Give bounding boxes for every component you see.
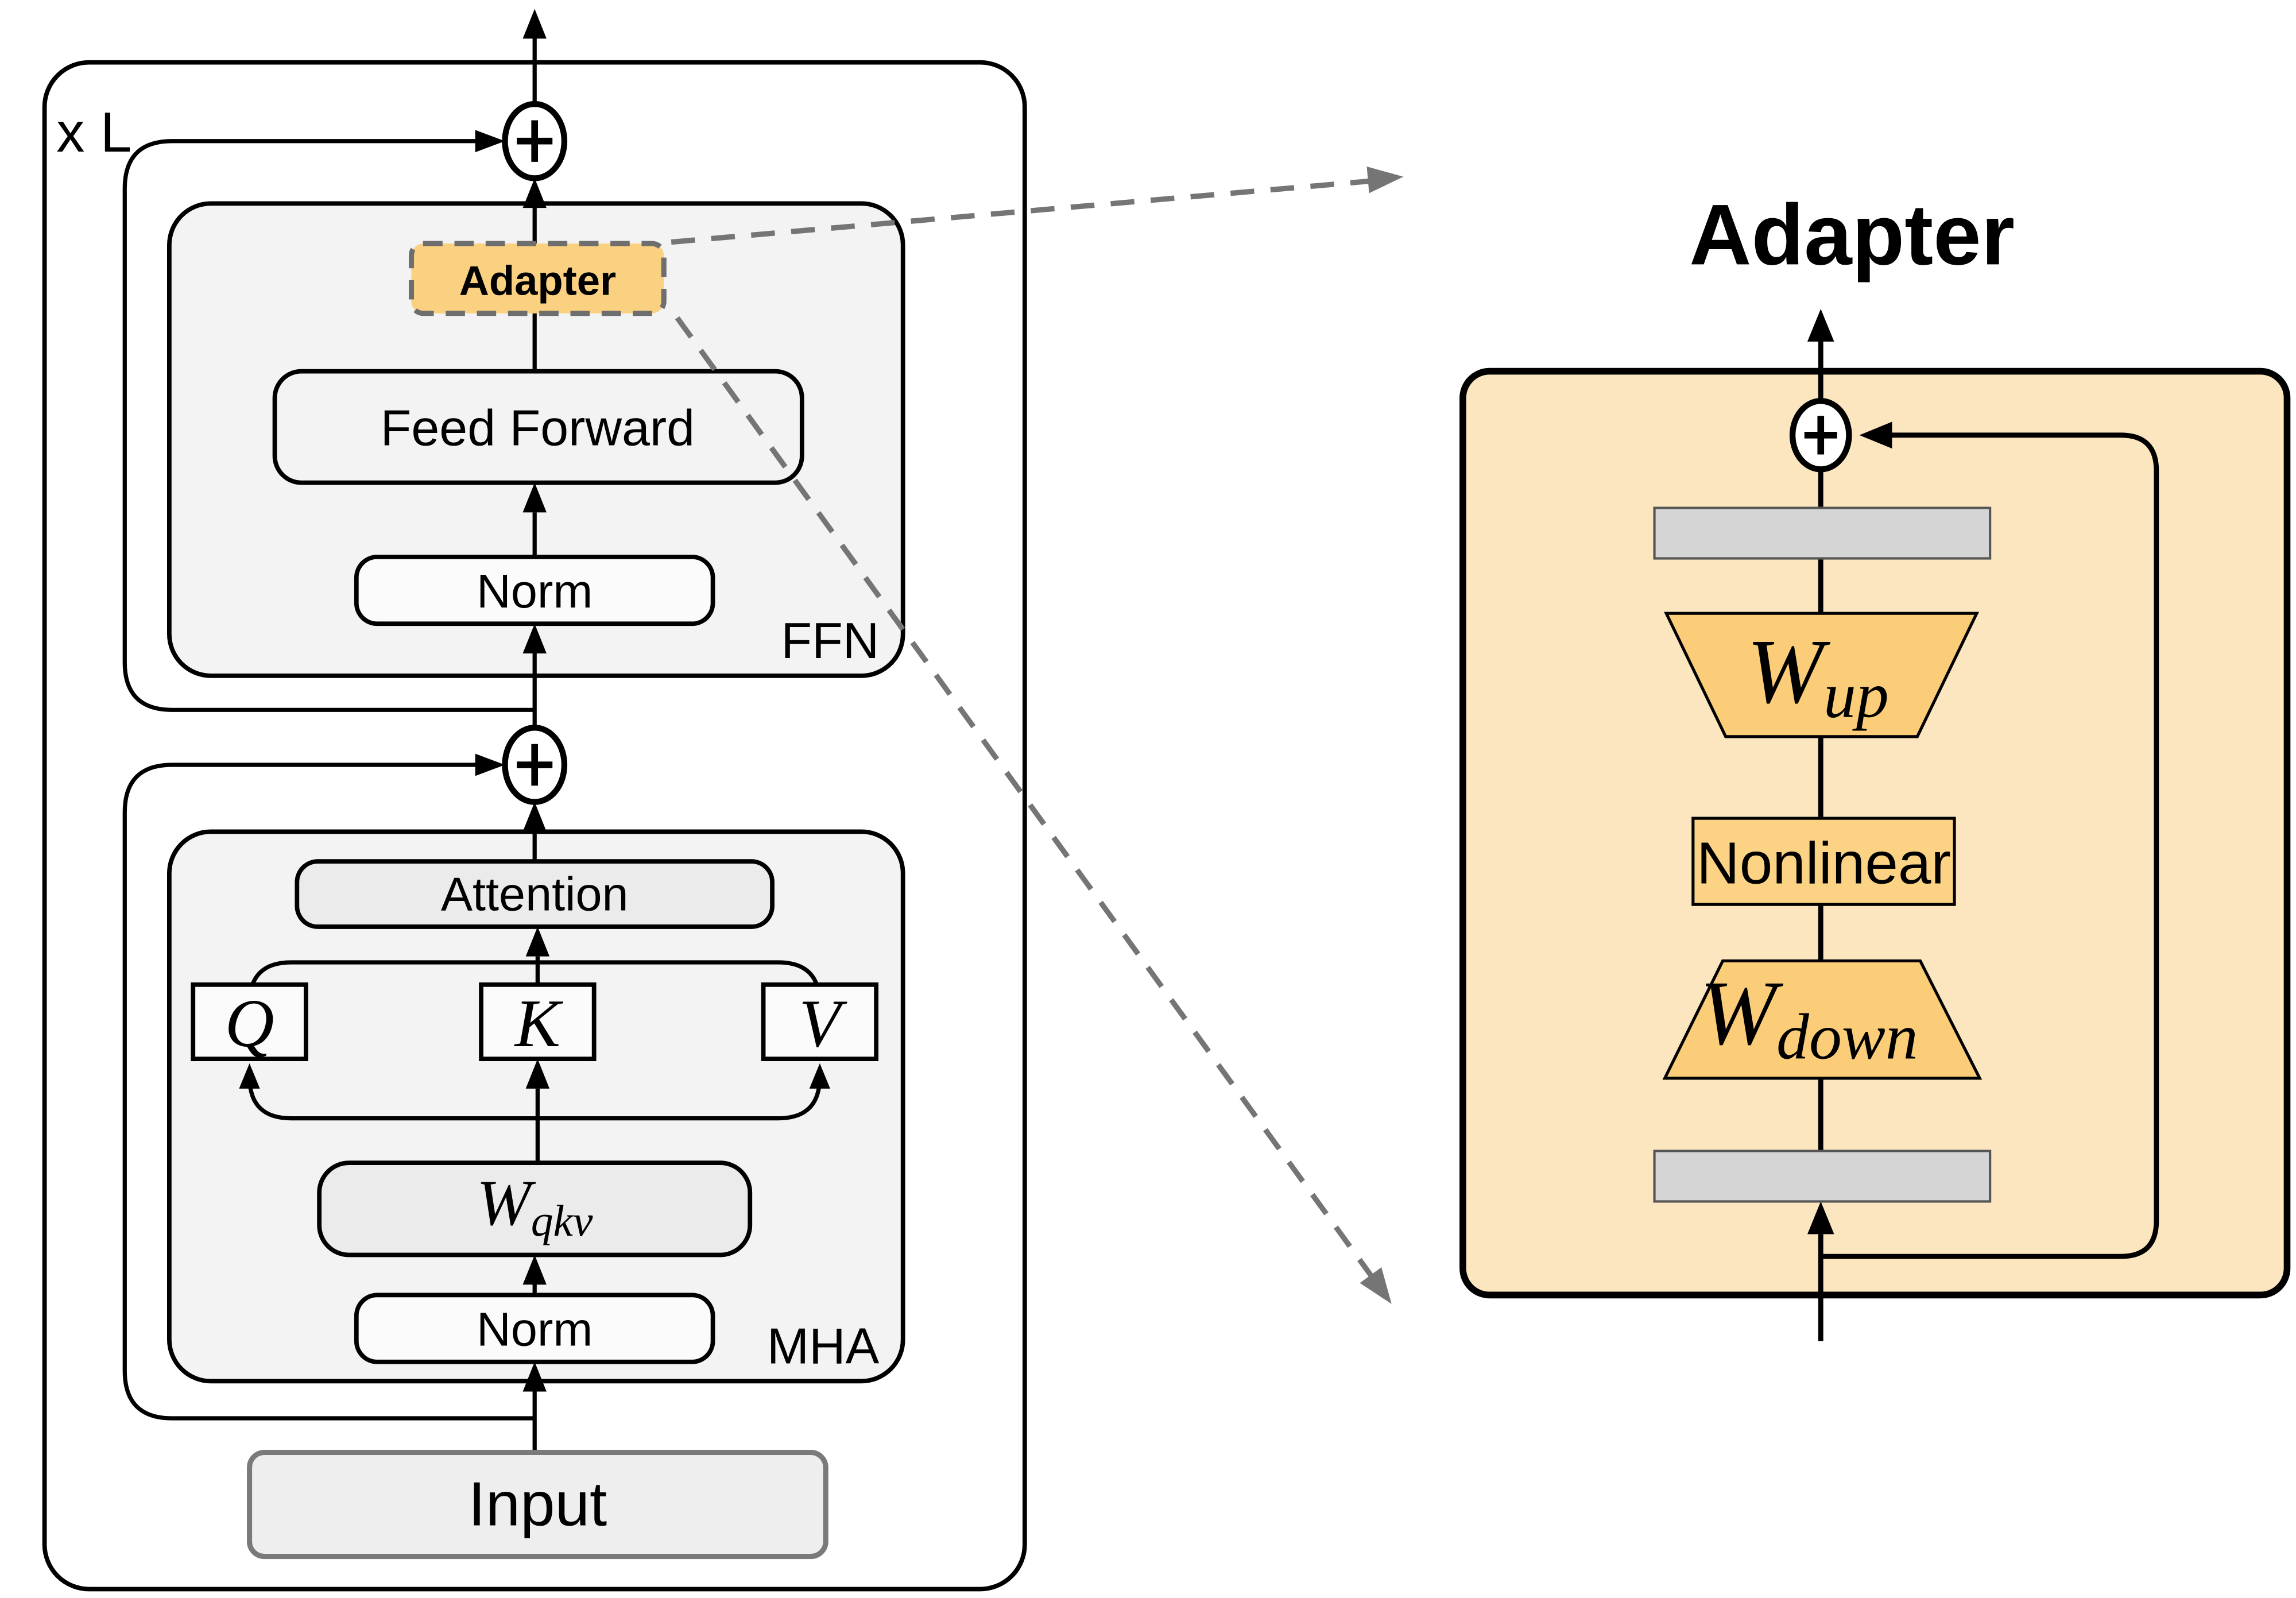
k-box [479,982,597,1062]
plus-icon [517,744,553,786]
residual-ffn-arrowhead [475,130,505,153]
wup-base: W [1747,620,1830,722]
adapter-residual-arrowhead [1859,421,1892,449]
norm-box-mha [354,1293,715,1364]
plus-icon [1804,416,1837,455]
wup-trapezoid [1664,612,1979,738]
adapter-detail: Adapter Wup Nonlinear [1459,186,2291,1341]
adapter-chip-label: Adapter [459,257,617,304]
qkv-fanout-bottom [247,1077,822,1121]
v-label: V [799,985,848,1061]
transformer-block: x L FFN MHA [42,9,1027,1592]
v-box [761,982,879,1062]
plus-icon [517,120,553,162]
feature-bar-top [1653,506,1992,560]
zoom-link-upper-arrowhead [1366,167,1404,194]
mha-label: MHA [767,1317,880,1374]
zoom-link-upper [671,178,1370,245]
norm-to-feedforward-arrowhead [522,482,547,513]
norm-label-mha: Norm [477,1302,593,1356]
input-label: Input [469,1470,607,1539]
feed-forward-label: Feed Forward [381,399,695,456]
adapter-chip [408,241,667,316]
wqkv-base: W [477,1167,536,1239]
sum2-to-norm-arrowhead [522,624,547,654]
adapter-output-arrowhead [1807,308,1834,342]
norm-box-ffn [354,555,715,626]
zoom-links [671,167,1404,1304]
adapter-detail-title: Adapter [1689,186,2015,283]
repeat-label: x L [56,100,131,164]
adapter-input-arrowhead [1807,1201,1834,1235]
wqkv-subscript: qkv [531,1196,593,1245]
residual-wire-ffn [122,139,535,712]
nonlinear-label: Nonlinear [1697,830,1951,896]
arrowhead-into-v [809,1063,830,1089]
norm2-to-wqkv-arrowhead [522,1255,547,1285]
input-box [247,1450,828,1560]
sum-node-adapter [1789,398,1852,473]
wup-subscript: up [1823,659,1889,731]
wdown-subscript: down [1776,1000,1918,1073]
nonlinear-box [1691,817,1956,906]
arrowhead-into-q [239,1063,260,1089]
zoom-link-lower-arrowhead [1360,1267,1392,1304]
attention-label: Attention [441,868,629,921]
wup-label: Wup [1747,620,1888,731]
flow-wires [122,9,550,1453]
input-to-norm2-arrowhead [522,1361,547,1392]
sum-node-ffn [502,100,568,181]
residual-wire-mha [122,763,535,1421]
adapter-residual-wire [1821,432,2159,1259]
wdown-base: W [1699,962,1783,1064]
wdown-trapezoid [1662,959,1983,1080]
output-arrowhead [522,9,547,39]
feed-forward-box [272,369,804,485]
wqkv-to-k-arrowhead [525,1059,550,1089]
norm-label-ffn: Norm [477,564,593,618]
wqkv-box [317,1160,753,1257]
q-label: Q [225,985,274,1061]
feature-bar-bottom [1653,1150,1992,1203]
attention-to-sum-arrowhead [522,802,547,832]
k-to-attention-arrowhead [525,926,550,957]
adapter-to-sum-arrowhead [522,178,547,208]
ffn-label: FFN [781,612,879,669]
k-label: K [514,985,564,1061]
wqkv-label: Wqkv [477,1167,593,1245]
residual-mha-arrowhead [475,753,505,776]
q-box [191,982,308,1062]
sum-node-mha [502,725,568,805]
wdown-label: Wdown [1699,962,1918,1073]
attention-box [295,859,775,929]
